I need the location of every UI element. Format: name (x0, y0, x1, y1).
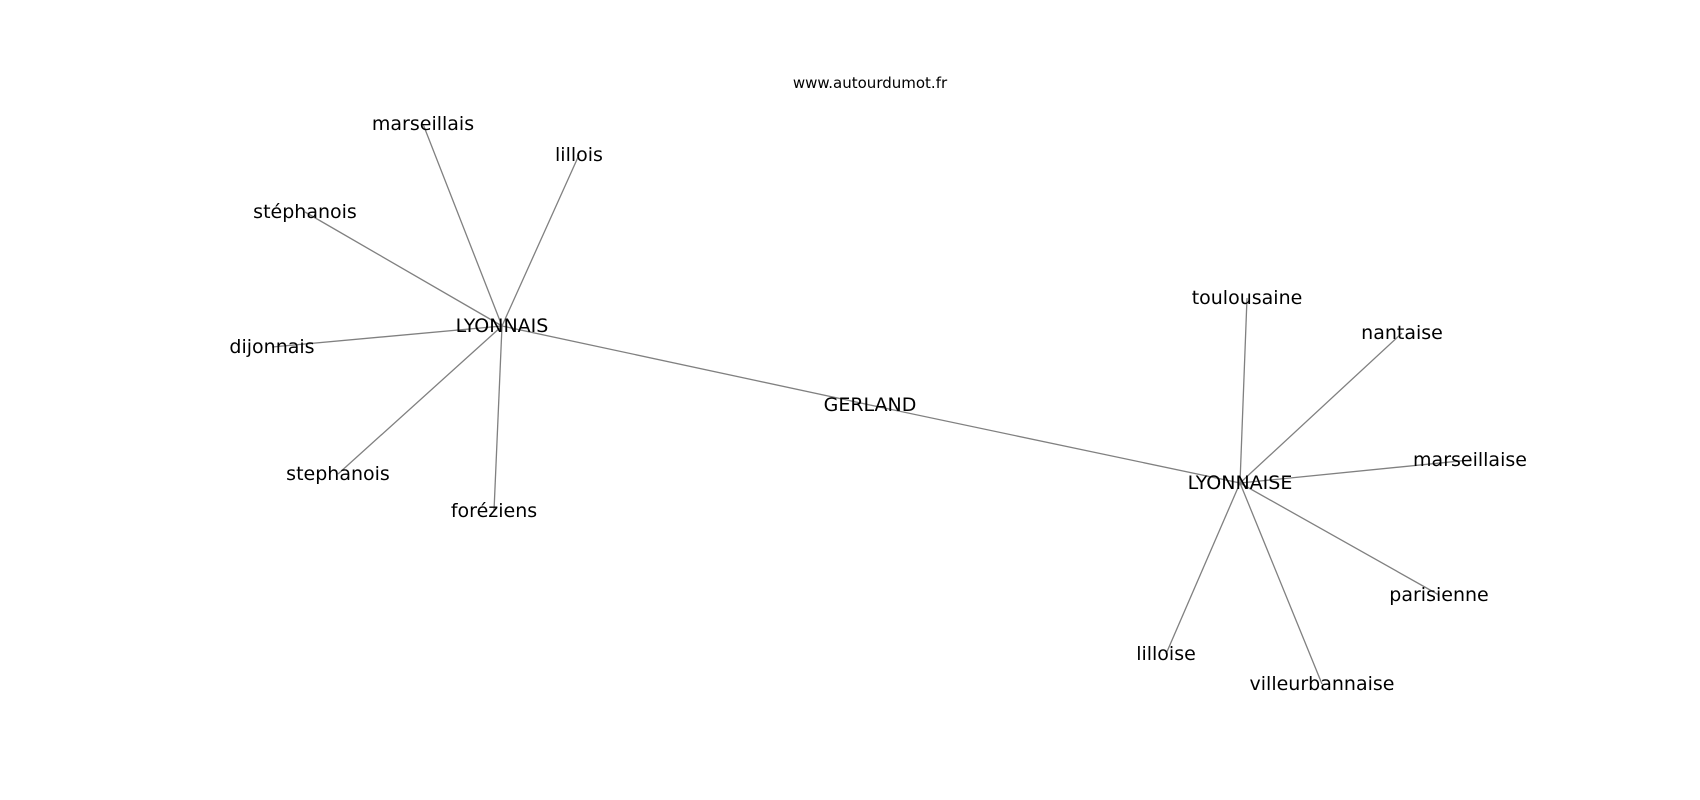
node-label-stephanois: stephanois (286, 463, 390, 485)
node-label-toulousaine: toulousaine (1192, 287, 1303, 309)
node-label-lillois: lillois (555, 144, 603, 166)
node-label-lyonnais: LYONNAIS (456, 315, 549, 337)
nodes-layer: LYONNAIS GERLAND LYONNAISE marseillais lillo… (229, 113, 1527, 695)
edge-lyonnais-marseillais (422, 123, 503, 327)
edge-lyonnais-stephanois-accent (304, 211, 503, 327)
edge-lyonnaise-nantaise (1239, 332, 1403, 484)
node-label-lilloise: lilloise (1136, 643, 1196, 665)
node-label-nantaise: nantaise (1361, 322, 1443, 344)
edge-lyonnais-gerland (501, 325, 871, 406)
edge-lyonnaise-marseillaise (1239, 459, 1471, 484)
edge-lyonnais-foreziens (493, 325, 503, 512)
edge-lyonnaise-parisienne (1239, 482, 1440, 596)
edge-lyonnais-stephanois (337, 325, 503, 475)
node-label-villeurbannaise: villeurbannaise (1250, 673, 1395, 695)
node-label-parisienne: parisienne (1389, 584, 1488, 606)
node-label-lyonnaise: LYONNAISE (1188, 472, 1293, 494)
watermark-text: www.autourdumot.fr (793, 74, 948, 92)
edge-lyonnaise-toulousaine (1239, 297, 1248, 484)
node-label-marseillais: marseillais (372, 113, 474, 135)
edge-lyonnais-dijonnais (271, 325, 503, 348)
edge-gerland-lyonnaise (869, 404, 1241, 484)
edge-lyonnaise-villeurbannaise (1239, 482, 1323, 685)
node-label-dijonnais: dijonnais (229, 336, 314, 358)
edges-layer (271, 123, 1471, 685)
node-label-stephanois-accent: stéphanois (253, 201, 357, 223)
node-label-gerland: GERLAND (824, 394, 917, 416)
node-label-foreziens: foréziens (451, 500, 537, 522)
node-label-marseillaise: marseillaise (1413, 449, 1527, 471)
edge-lyonnais-lillois (501, 154, 580, 327)
edge-lyonnaise-lilloise (1165, 482, 1241, 655)
